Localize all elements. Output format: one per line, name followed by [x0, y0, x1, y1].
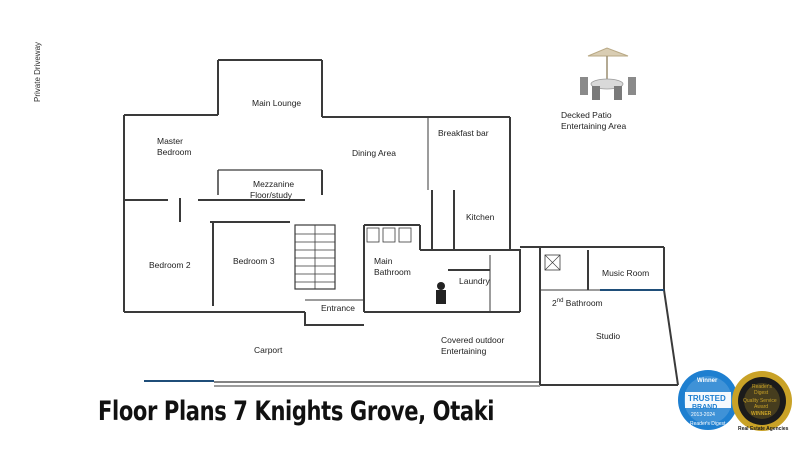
mezzanine-label-2: Floor/study	[250, 190, 293, 200]
decked-patio-label-2: Entertaining Area	[561, 121, 627, 131]
badge-right-line5: WINNER	[751, 411, 772, 417]
main-lounge-label: Main Lounge	[252, 98, 302, 108]
carport-label: Carport	[254, 345, 283, 355]
breakfast-bar-label: Breakfast bar	[438, 128, 489, 138]
badge-left-years: 2013-2024	[691, 412, 715, 418]
main-bathroom-label-1: Main	[374, 256, 393, 266]
badge-left-line2: TRUSTED	[688, 394, 726, 403]
master-bedroom-label-1: Master	[157, 136, 183, 146]
badge-left-footer: Reader's Digest	[690, 421, 726, 427]
master-bedroom-label-2: Bedroom	[157, 147, 192, 157]
page-title: Floor Plans 7 Knights Grove, Otaki	[98, 396, 495, 427]
covered-outdoor-label-2: Entertaining	[441, 346, 487, 356]
entrance-label: Entrance	[321, 303, 356, 313]
main-bathroom-label-2: Bathroom	[374, 267, 411, 277]
badge-right-footer: Real Estate Agencies	[738, 426, 789, 432]
covered-outdoor-label-1: Covered outdoor	[441, 335, 505, 345]
bedroom-2-label: Bedroom 2	[149, 260, 191, 270]
badge-right-line4: Award	[754, 404, 769, 410]
badge-right-line2: Digest	[754, 390, 769, 396]
badge-left-line1: Winner	[697, 378, 718, 384]
badge-right-line3: Quality Service	[743, 398, 777, 404]
bedroom-3-label: Bedroom 3	[233, 256, 275, 266]
laundry-label: Laundry	[459, 276, 490, 286]
mezzanine-label-1: Mezzanine	[253, 179, 295, 189]
private-driveway-label: Private Driveway	[33, 41, 42, 102]
second-bathroom-label: 2nd Bathroom	[552, 297, 603, 308]
studio-label: Studio	[596, 331, 621, 341]
quality-service-award-badge	[732, 371, 792, 431]
decked-patio-label-1: Decked Patio	[561, 110, 612, 120]
walls	[123, 59, 679, 387]
badge-right-line1: Reader's	[752, 384, 772, 390]
badge-left-line3: BRAND	[692, 404, 718, 411]
patio-table-icon	[580, 47, 636, 100]
music-room-label: Music Room	[602, 268, 650, 278]
dining-area-label: Dining Area	[352, 148, 396, 158]
trusted-brand-badge	[678, 370, 738, 430]
kitchen-label: Kitchen	[466, 212, 495, 222]
